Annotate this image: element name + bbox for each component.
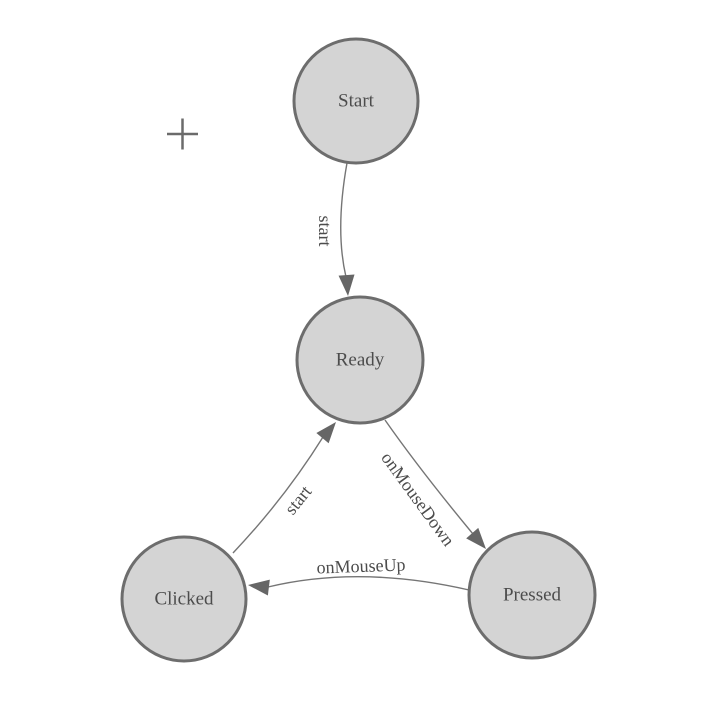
state-node-ready[interactable] [295,295,425,425]
transition-label-start-to-ready: start [315,216,335,247]
state-node-start[interactable] [292,37,420,165]
arrowhead-icon [466,527,486,549]
transition-edge-pressed-to-clicked[interactable] [267,576,470,591]
transition-edge-start-to-ready[interactable] [340,162,348,278]
state-node-pressed[interactable] [467,530,597,660]
arrowhead-icon [248,579,270,596]
transition-label-clicked-to-ready: start [280,482,315,519]
state-node-clicked[interactable] [120,535,248,663]
transition-edge-ready-to-pressed[interactable] [384,419,474,535]
transition-label-ready-to-pressed: onMouseDown [377,448,458,550]
arrowhead-icon [338,274,355,296]
arrowhead-icon [316,422,336,444]
transition-label-pressed-to-clicked: onMouseUp [316,554,406,577]
transition-edge-clicked-to-ready[interactable] [232,436,324,554]
